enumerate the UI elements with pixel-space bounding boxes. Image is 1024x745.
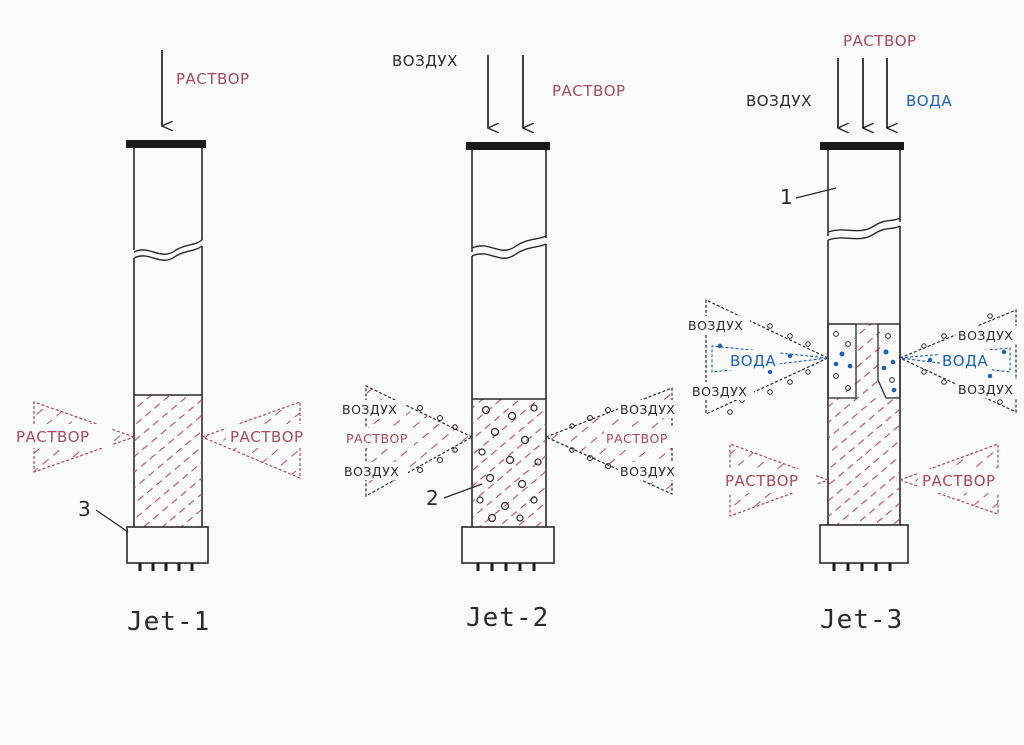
air-nozzle-right-top-label: ВОЗДУХ bbox=[620, 402, 675, 417]
grout-nozzle-right-label: РАСТВОР bbox=[230, 428, 304, 446]
rod-cap bbox=[820, 142, 904, 150]
air-nozzle-left-bottom-label: ВОЗДУХ bbox=[344, 464, 399, 479]
grout-input-label: РАСТВОР bbox=[843, 32, 917, 50]
panel-caption: Jet-1 bbox=[127, 607, 210, 637]
rod-cap bbox=[126, 140, 206, 148]
rod-break bbox=[471, 235, 547, 251]
panel-caption: Jet-2 bbox=[466, 603, 549, 633]
panel-caption: Jet-3 bbox=[820, 605, 903, 635]
air-nozzle-right-bottom-label: ВОЗДУХ bbox=[958, 382, 1013, 397]
monitor-head bbox=[819, 524, 909, 564]
air-water-spray-left bbox=[705, 299, 830, 415]
air-input-label: ВОЗДУХ bbox=[392, 52, 458, 70]
callout-number: 3 bbox=[78, 497, 91, 521]
air-nozzle-right-top-label: ВОЗДУХ bbox=[958, 328, 1013, 343]
grout-nozzle-left-label: РАСТВОР bbox=[725, 472, 799, 490]
panel-jet-1: РАСТВОР РАСТВОР РАСТВОР 3 Jet-1 bbox=[12, 50, 324, 637]
grout-input-label: РАСТВОР bbox=[552, 82, 626, 100]
rod-break bbox=[827, 217, 901, 233]
grout-nozzle-left-label: РАСТВОР bbox=[16, 428, 90, 446]
air-nozzle-left-bottom-label: ВОЗДУХ bbox=[692, 384, 747, 399]
water-nozzle-left-label: ВОДА bbox=[730, 352, 776, 370]
monitor-head bbox=[461, 526, 555, 564]
panel-jet-3: РАСТВОР ВОЗДУХ ВОДА bbox=[686, 32, 1018, 635]
grout-input-label: РАСТВОР bbox=[176, 70, 250, 88]
rod-cap bbox=[466, 142, 550, 150]
grout-nozzle-right-label: РАСТВОР bbox=[606, 431, 668, 446]
monitor-head bbox=[126, 526, 209, 564]
water-input-label: ВОДА bbox=[906, 92, 952, 110]
callout-number: 2 bbox=[426, 486, 439, 510]
air-input-label: ВОЗДУХ bbox=[746, 92, 812, 110]
water-air-chamber-right bbox=[877, 323, 901, 399]
air-nozzle-left-top-label: ВОЗДУХ bbox=[342, 402, 397, 417]
air-nozzle-left-top-label: ВОЗДУХ bbox=[688, 318, 743, 333]
grout-nozzle-right-label: РАСТВОР bbox=[922, 472, 996, 490]
grout-column-fill bbox=[829, 324, 899, 525]
air-bubbles bbox=[476, 404, 542, 523]
rod-break bbox=[133, 239, 203, 255]
callout-number: 1 bbox=[780, 185, 793, 209]
water-nozzle-right-label: ВОДА bbox=[942, 352, 988, 370]
water-drops bbox=[833, 349, 897, 393]
grout-column-fill bbox=[135, 395, 201, 527]
panel-jet-2: ВОЗДУХ РАСТВОР ВОЗДУХ bbox=[340, 52, 680, 633]
air-nozzle-right-bottom-label: ВОЗДУХ bbox=[620, 464, 675, 479]
grout-nozzle-left-label: РАСТВОР bbox=[346, 431, 408, 446]
